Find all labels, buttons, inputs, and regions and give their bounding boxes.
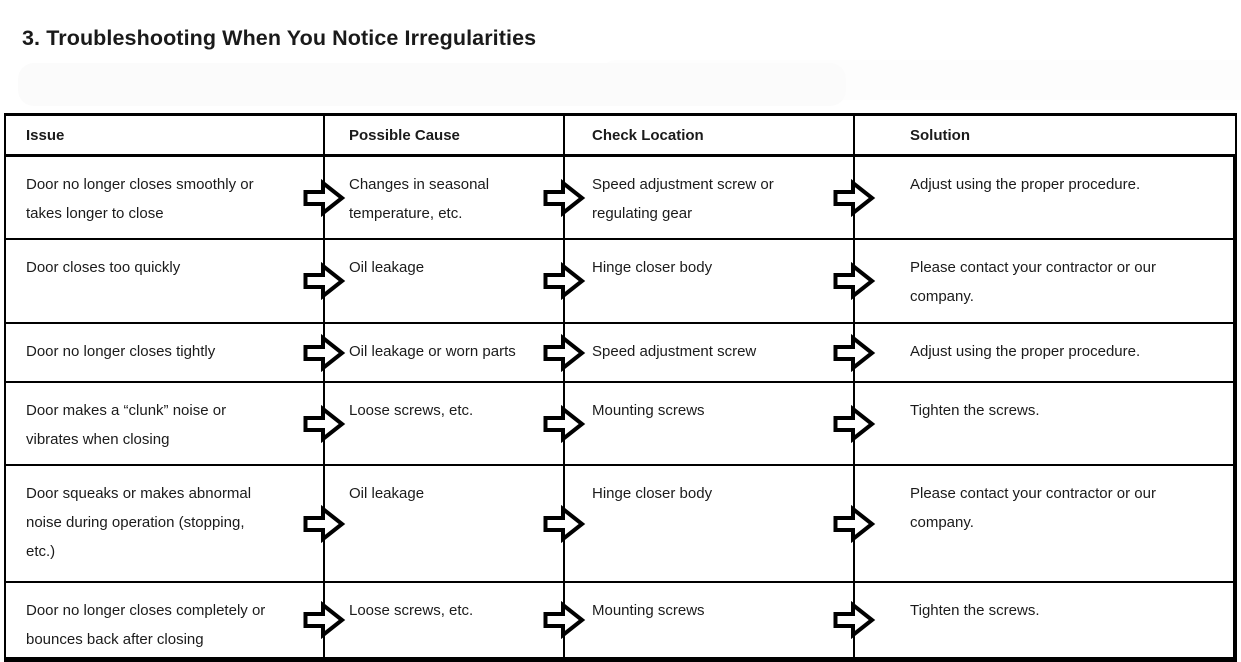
cause-cell: Oil leakage: [325, 466, 565, 581]
cause-cell: Loose screws, etc.: [325, 583, 565, 657]
check-cell: Hinge closer body: [565, 466, 855, 581]
issue-cell: Door no longer closes smoothly or takes …: [6, 157, 325, 238]
header-solution: Solution: [910, 126, 970, 144]
cause-cell: Oil leakage or worn parts: [325, 324, 565, 381]
issue-cell: Door no longer closes completely or boun…: [6, 583, 325, 657]
check-cell: Mounting screws: [565, 583, 855, 657]
check-cell: Speed adjustment screw: [565, 324, 855, 381]
solution-cell: Please contact your contractor or our co…: [855, 240, 1235, 322]
blurred-region: [18, 63, 846, 106]
solution-cell: Adjust using the proper procedure.: [855, 157, 1235, 238]
header-issue: Issue: [6, 116, 325, 154]
check-cell: Hinge closer body: [565, 240, 855, 322]
solution-cell: Tighten the screws.: [855, 583, 1235, 657]
table-row: Door closes too quickly Oil leakage Hing…: [6, 240, 1235, 324]
table-row: Door no longer closes tightly Oil leakag…: [6, 324, 1235, 383]
solution-cell: Adjust using the proper procedure.: [855, 324, 1235, 381]
issue-cell: Door no longer closes tightly: [6, 324, 325, 381]
cause-cell: Loose screws, etc.: [325, 383, 565, 464]
page-title: 3. Troubleshooting When You Notice Irreg…: [22, 26, 537, 50]
check-cell: Speed adjustment screw or regulating gea…: [565, 157, 855, 238]
troubleshooting-table: Issue Possible Cause Check Location Solu…: [4, 113, 1237, 662]
issue-cell: Door makes a “clunk” noise or vibrates w…: [6, 383, 325, 464]
table-row: Door no longer closes completely or boun…: [6, 583, 1235, 657]
issue-cell: Door squeaks or makes abnormal noise dur…: [6, 466, 325, 581]
solution-cell: Please contact your contractor or our co…: [855, 466, 1235, 581]
table-row: Door makes a “clunk” noise or vibrates w…: [6, 383, 1235, 466]
table-row: Door squeaks or makes abnormal noise dur…: [6, 466, 1235, 583]
issue-cell: Door closes too quickly: [6, 240, 325, 322]
cause-cell: Changes in seasonal temperature, etc.: [325, 157, 565, 238]
cause-cell: Oil leakage: [325, 240, 565, 322]
table-row: Door no longer closes smoothly or takes …: [6, 157, 1235, 240]
header-check-location: Check Location: [565, 116, 855, 154]
check-cell: Mounting screws: [565, 383, 855, 464]
solution-cell: Tighten the screws.: [855, 383, 1235, 464]
table-header-row: Issue Possible Cause Check Location Solu…: [6, 116, 1235, 157]
header-possible-cause: Possible Cause: [325, 116, 565, 154]
